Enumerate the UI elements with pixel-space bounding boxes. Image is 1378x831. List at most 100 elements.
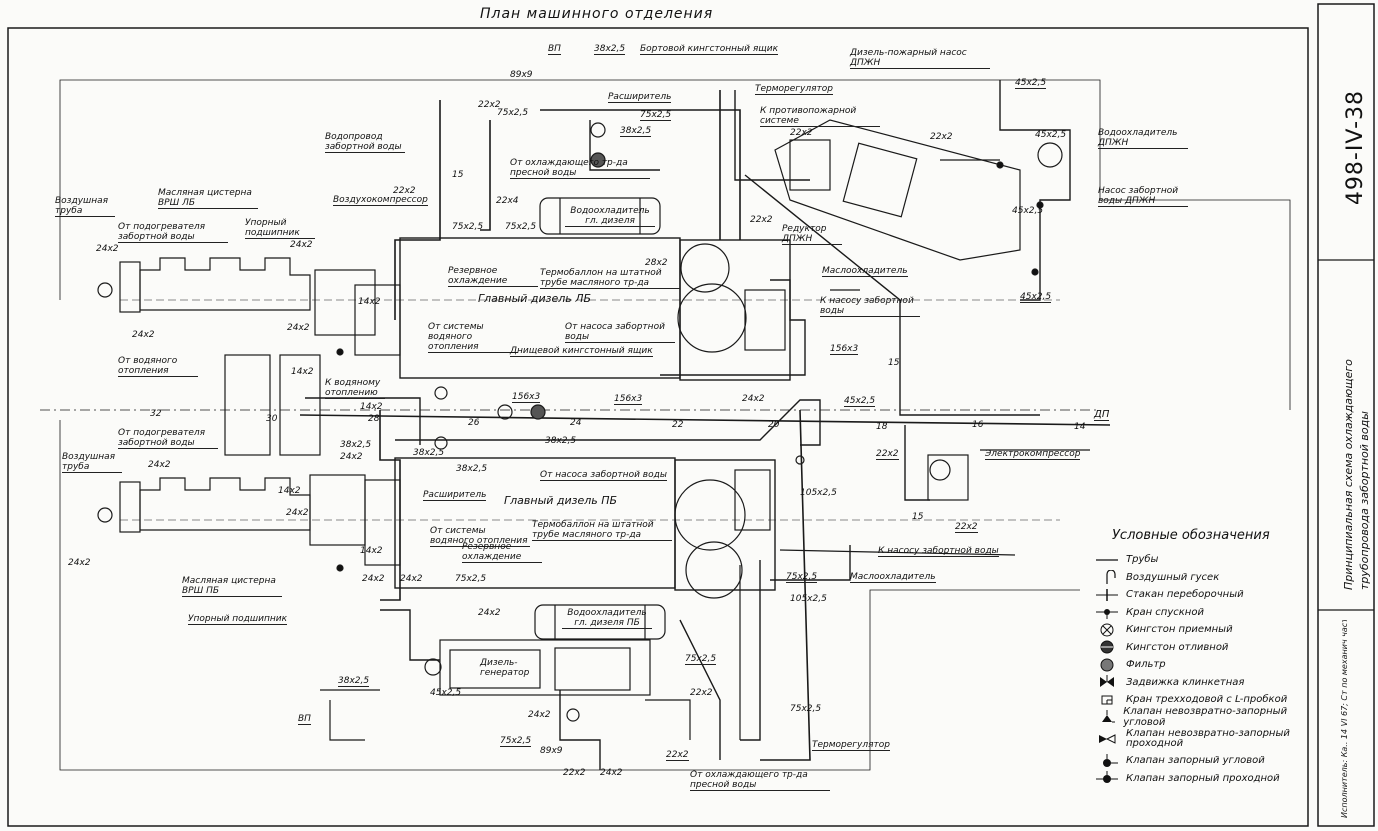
three-way-cock-icon [1101, 695, 1113, 705]
label-k-nasosu-top: К насосу забортной воды [820, 296, 920, 317]
label-size: 24x2 [600, 768, 623, 778]
label-size: 24x2 [290, 240, 313, 250]
label-size: 75x2,5 [455, 574, 487, 584]
legend-item: Кингстон отливной [1096, 639, 1306, 657]
label-size: 22x2 [790, 128, 813, 138]
label-size: 22x2 [563, 768, 586, 778]
label-size: 22 [672, 420, 684, 430]
label-size: 105x2,5 [790, 594, 827, 604]
drawing-code: 498-IV-38 [1328, 90, 1378, 210]
legend-item: Клапан невозвратно-запорный проходной [1096, 726, 1306, 752]
label-size: 45x2,5 [1015, 78, 1047, 89]
legend-item-label: Клапан невозвратно-запорный угловой [1123, 706, 1288, 729]
drawing-title: План машинного отделения [480, 6, 714, 22]
label-rasshiritel-bot: Расширитель [423, 490, 487, 501]
label-size: 22x2 [690, 688, 713, 698]
label-dp: ДП [1094, 409, 1110, 421]
legend-item: Стакан переборочный [1096, 586, 1306, 604]
label-vodoprovod: Водопровод забортной воды [325, 132, 405, 153]
label-size: 24x2 [132, 330, 155, 340]
angle-check-valve-icon [1102, 710, 1116, 723]
label-size: 24x2 [340, 452, 363, 462]
label-size: 24 [570, 418, 582, 428]
execution-text: Исполнитель: Ка.. 14 VI 67; Ст по механи… [1340, 620, 1349, 818]
label-size: 89x9 [510, 70, 533, 80]
label-ot-nasosa-top: От насоса забортной воды [565, 322, 675, 343]
pipe-icon [1096, 559, 1118, 561]
label-size: 45x2,5 [1012, 206, 1044, 216]
label-size: 22x2 [478, 100, 501, 110]
side-title-2: трубопровода забортной воды [1358, 411, 1371, 590]
label-size: 38x2,5 [545, 436, 577, 446]
legend: Условные обозначения Трубы Воздушный гус… [1096, 528, 1306, 787]
label-size: 24x2 [400, 574, 423, 584]
label-size: 22x4 [496, 196, 519, 206]
label-to-fire-system: К противопожарной системе [760, 106, 880, 127]
filter-icon [1100, 658, 1114, 672]
label-termoballon-top: Термобаллон на штатной трубе масляного т… [540, 268, 680, 289]
label-size: 75x2,5 [790, 704, 822, 714]
drain-cock-icon [1096, 609, 1118, 620]
label-size: 16 [972, 420, 984, 430]
label-size: 14x2 [360, 546, 383, 556]
label-maslyanaya-bot: Масляная цистерна ВРШ ПБ [182, 576, 282, 597]
legend-item-label: Клапан невозвратно-запорный проходной [1126, 728, 1290, 749]
label-upornyi-top: Упорный подшипник [245, 218, 315, 239]
label-size: 15 [912, 512, 924, 522]
label-size: 38x2,5 [338, 676, 370, 687]
label-size: 28 [368, 414, 380, 424]
label-thermoregulator-top: Терморегулятор [755, 84, 833, 95]
legend-item-label: Кран трехходовой с L-пробкой [1126, 694, 1288, 706]
label-rezervnoe-bot: Резервное охлаждение [462, 542, 542, 563]
label-size: 75x2,5 [685, 654, 717, 665]
label-size: 20 [768, 420, 780, 430]
label-size: 75x2,5 [497, 108, 529, 118]
label-rezervnoe-top: Резервное охлаждение [448, 266, 538, 287]
angle-stop-valve-icon [1103, 753, 1118, 767]
legend-item: Кран спускной [1096, 604, 1306, 622]
legend-item: Воздушный гусек [1096, 569, 1306, 587]
legend-item-label: Кран спускной [1126, 606, 1204, 618]
label-reduktor: Редуктор ДПЖН [782, 224, 842, 245]
label-ot-vodyanogo: От водяного отопления [118, 356, 198, 377]
label-size: 14 [1074, 422, 1086, 432]
label-size: 45x2,5 [1035, 130, 1067, 140]
label-size: 22x2 [930, 132, 953, 142]
label-size: 156x3 [614, 394, 643, 405]
label-thermoregulator-bot: Терморегулятор [812, 740, 890, 751]
legend-item-label: Кингстон отливной [1126, 641, 1229, 653]
label-size: 24x2 [742, 394, 765, 404]
label-maslookhladitel-bot: Маслоохладитель [850, 572, 936, 583]
label-dizel-generator: Дизель-генератор [480, 658, 530, 678]
label-size: 45x2,5 [844, 396, 876, 407]
label-size: 22x2 [666, 750, 689, 761]
label-size: 22x2 [393, 186, 416, 196]
gate-valve-icon [1100, 675, 1114, 688]
legend-item: Клапан невозвратно-запорный угловой [1096, 706, 1306, 729]
label-size: 38x2,5 [340, 440, 372, 450]
legend-item: Кингстон приемный [1096, 621, 1306, 639]
label-vodookhl-pb: Водоохладитель гл. дизеля ПБ [562, 608, 652, 629]
legend-title: Условные обозначения [1112, 528, 1270, 543]
label-size: 32 [150, 409, 162, 419]
air-gooseneck-icon [1106, 570, 1116, 585]
label-size: 38x2,5 [456, 464, 488, 474]
label-size: 38x2,5 [620, 126, 652, 137]
label-vodookhladitel-dpzhn: Водоохладитель ДПЖН [1098, 128, 1188, 149]
straight-stop-valve-icon [1096, 771, 1118, 784]
label-size: 24x2 [68, 558, 91, 568]
label-glavnyi-ld: Главный дизель ЛБ [478, 292, 592, 305]
label-size: 22x2 [876, 449, 899, 460]
label-size: 45x2,5 [430, 688, 462, 698]
side-title-block: Принципиальная схема охлаждающего трубоп… [1322, 270, 1372, 600]
label-size: 75x2,5 [786, 572, 818, 583]
intake-kingston-icon [1100, 623, 1114, 637]
label-ot-podogrevatelya-bot: От подогревателя забортной воды [118, 428, 218, 449]
label-size: 45x2,5 [1020, 292, 1052, 303]
execution-block: Исполнитель: Ка.. 14 VI 67; Ст по механи… [1326, 620, 1374, 820]
label-vozdukhkompr: Воздухокомпрессор [333, 195, 428, 206]
discharge-kingston-icon [1100, 640, 1114, 654]
label-ot-okhl-top: От охлаждающего тр-да пресной воды [510, 158, 650, 179]
label-glavnyi-pb: Главный дизель ПБ [504, 494, 618, 507]
